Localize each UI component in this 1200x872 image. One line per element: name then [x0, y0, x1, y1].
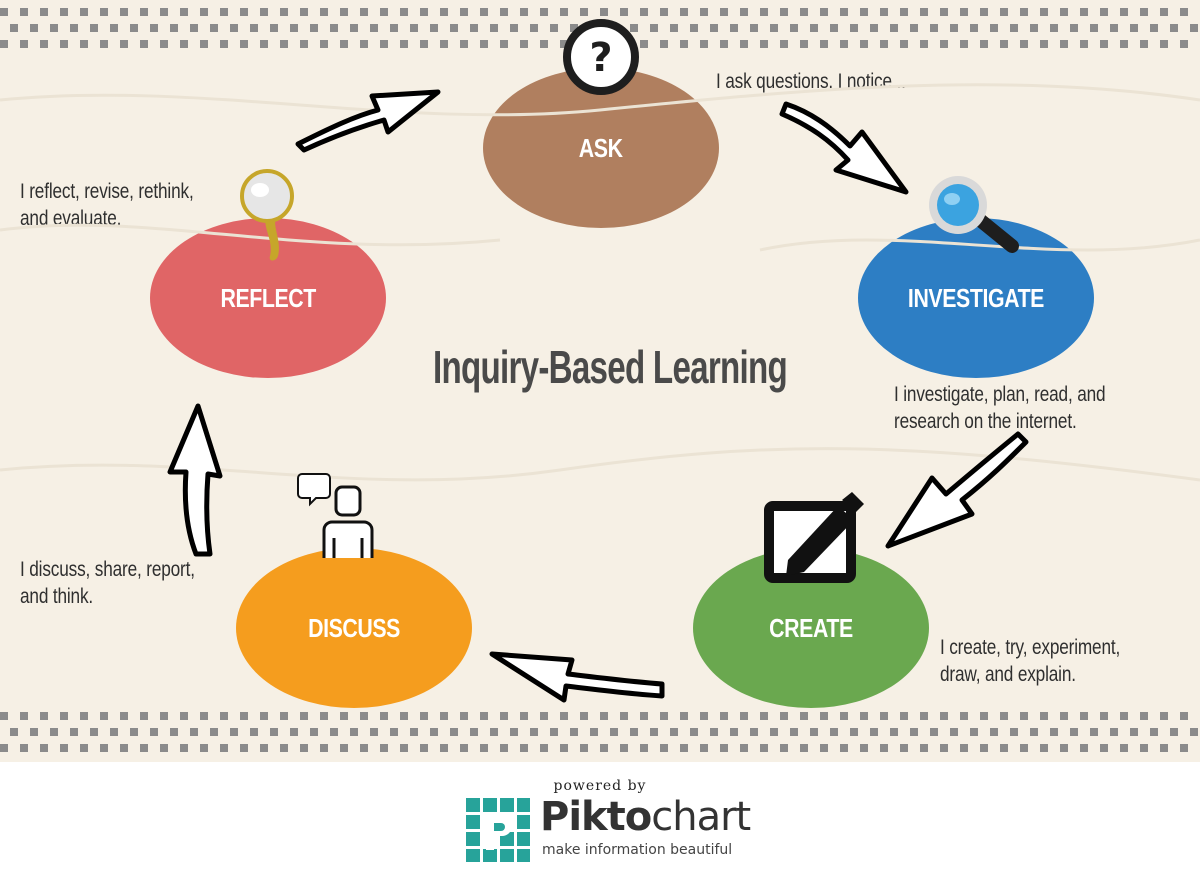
magnifying-glass-icon [929, 176, 1019, 253]
person-speech-icon [297, 473, 374, 558]
discuss-caption-line: and think. [20, 585, 94, 608]
investigate-caption-line: research on the internet. [894, 410, 1077, 433]
arrow-discuss-to-reflect [167, 403, 223, 557]
investigate-label: INVESTIGATE [907, 282, 1045, 313]
dot-band-top-1 [0, 8, 1200, 16]
question-mark-icon: ? [563, 19, 639, 95]
infographic-canvas: ASK INVESTIGATE CREATE DISCUSS REFLECT I… [0, 0, 1200, 762]
brand-bold: Pikto [540, 794, 652, 840]
background-grain [0, 83, 1200, 482]
brand-rest: chart [651, 794, 751, 840]
edit-pencil-icon [764, 492, 864, 583]
dot-band-bottom-1 [0, 712, 1200, 720]
ask-label: ASK [579, 132, 623, 163]
arrow-reflect-to-ask [295, 89, 441, 153]
create-caption-line: draw, and explain. [940, 663, 1076, 686]
arrow-investigate-to-create [885, 431, 1029, 549]
footer: powered by Piktochart make information b… [0, 762, 1200, 872]
create-caption: I create, try, experiment, draw, and exp… [940, 634, 1120, 688]
arrows-and-icons: ? [0, 19, 1200, 703]
piktochart-wordmark: Piktochart [540, 794, 751, 840]
diagram-title: Inquiry-Based Learning [432, 341, 788, 393]
piktochart-logo-icon [466, 798, 530, 862]
discuss-caption-line: I discuss, share, report, [20, 558, 195, 581]
brand-tagline: make information beautiful [542, 842, 733, 858]
arrow-ask-to-investigate [779, 101, 909, 195]
hand-mirror-icon [240, 169, 294, 261]
reflect-caption-line: I reflect, revise, rethink, [20, 180, 194, 203]
investigate-caption: I investigate, plan, read, and research … [894, 381, 1106, 435]
svg-text:?: ? [589, 35, 612, 81]
arrow-create-to-discuss [489, 651, 665, 703]
investigate-caption-line: I investigate, plan, read, and [894, 383, 1106, 406]
create-label: CREATE [769, 612, 853, 643]
dot-band-bottom-2 [0, 728, 1200, 736]
dot-band-bottom-3 [0, 744, 1200, 752]
create-caption-line: I create, try, experiment, [940, 636, 1121, 659]
powered-by-text: powered by [553, 778, 647, 794]
discuss-node: DISCUSS [236, 548, 472, 708]
reflect-label: REFLECT [220, 282, 316, 313]
discuss-label: DISCUSS [308, 612, 400, 643]
discuss-caption: I discuss, share, report, and think. [20, 556, 195, 610]
